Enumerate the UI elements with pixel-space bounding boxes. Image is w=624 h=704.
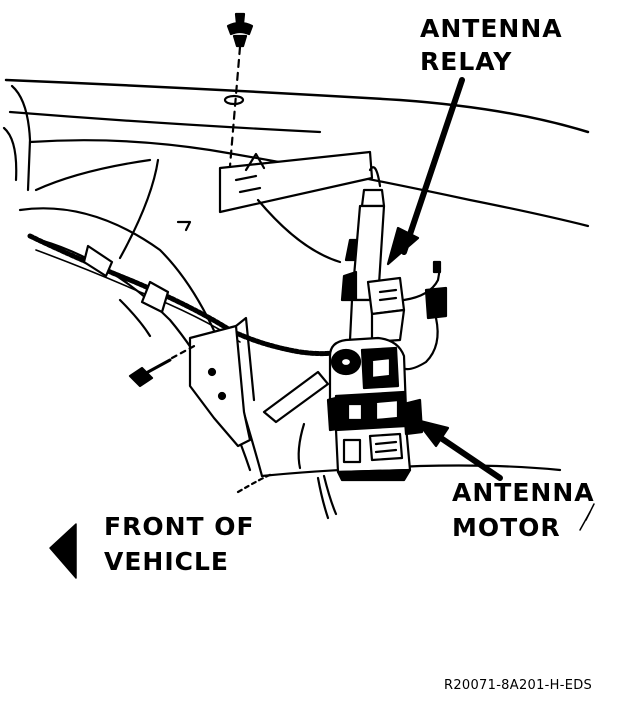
antenna-relay	[366, 260, 448, 371]
front-of-vehicle-label-line2: VEHICLE	[104, 547, 230, 576]
antenna-relay-label-line1: ANTENNA	[420, 14, 563, 43]
antenna-motor-label: ANTENNA MOTOR	[452, 480, 595, 540]
antenna-motor-label-line2: MOTOR	[452, 513, 561, 542]
antenna-cable	[262, 370, 338, 520]
edge-tick-marks	[579, 503, 595, 531]
antenna-motor	[326, 336, 424, 482]
antenna-relay-label: ANTENNA RELAY	[420, 16, 563, 74]
antenna-motor-label-line1: ANTENNA	[452, 478, 595, 507]
relay-callout-arrow	[386, 77, 465, 266]
wire-harness	[27, 233, 349, 357]
motor-callout-arrow	[414, 418, 503, 481]
antenna-relay-label-line2: RELAY	[420, 47, 513, 76]
push-pin-fastener	[223, 12, 254, 192]
left-arrow-icon	[49, 523, 77, 579]
antenna-mounting-bracket	[176, 150, 374, 448]
front-of-vehicle-label-line1: FRONT OF	[104, 512, 255, 541]
front-of-vehicle-label: FRONT OF VEHICLE	[104, 514, 255, 574]
screw-fastener	[128, 342, 200, 388]
trunk-body-panel	[2, 78, 590, 494]
figure-code: R20071-8A201-H-EDS	[444, 678, 593, 693]
